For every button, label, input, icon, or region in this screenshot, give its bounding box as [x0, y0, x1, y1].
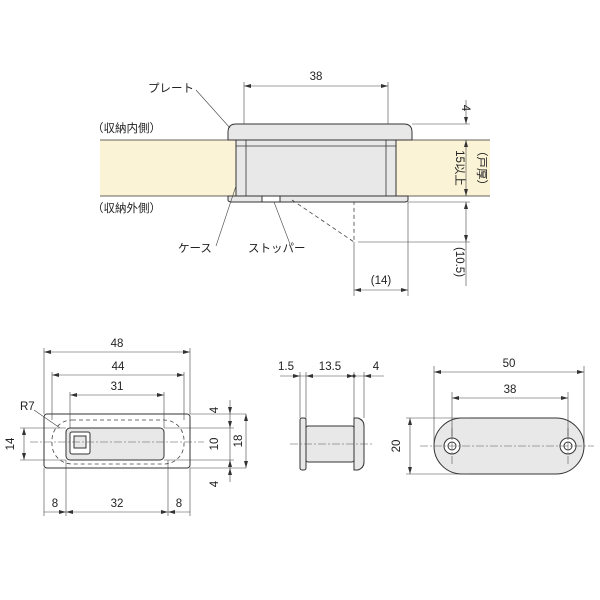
- dim-plate-thickness: 4: [459, 105, 471, 112]
- dim-depth: 13.5: [319, 361, 341, 373]
- dim-stopper-depth: (10.5): [453, 247, 465, 277]
- dim-radius: R7: [20, 401, 35, 413]
- label-outer-side: （収納外側）: [92, 202, 161, 215]
- arrow: [157, 393, 164, 397]
- dim-center-width: 32: [111, 498, 124, 510]
- arrow: [293, 374, 300, 378]
- arrow: [464, 140, 468, 147]
- arrow: [177, 373, 184, 377]
- stopper-swing-path: [291, 199, 355, 243]
- leader-case: [215, 185, 237, 247]
- arrow: [244, 84, 251, 88]
- dim-opening-width: 31: [111, 381, 124, 393]
- arrow: [381, 84, 388, 88]
- dim-inner-height: 10: [209, 438, 221, 451]
- arrow: [354, 288, 361, 292]
- leader-plate: [195, 89, 231, 129]
- arrow: [228, 407, 232, 414]
- arrow: [161, 510, 168, 514]
- arrow: [561, 396, 568, 400]
- section-lip: [353, 417, 365, 471]
- label-inner-side: （収納内側）: [92, 121, 161, 135]
- arrow: [70, 393, 77, 397]
- arrow: [347, 374, 354, 378]
- arrow: [244, 414, 248, 421]
- arrow: [228, 460, 232, 467]
- dim-right-margin: 8: [176, 498, 182, 510]
- dim-overall-height: 18: [233, 435, 245, 448]
- dim-plate-overall-width: 50: [503, 358, 516, 370]
- arrow: [464, 117, 468, 124]
- leader-radius: [33, 409, 61, 429]
- arrow: [228, 468, 232, 475]
- dim-door-thickness: 15以上: [453, 150, 466, 186]
- arrow: [464, 235, 468, 242]
- dim-plate-height: 20: [391, 440, 403, 453]
- arrow: [183, 350, 190, 354]
- arrow: [364, 374, 371, 378]
- case-bottom-lip: [227, 195, 409, 203]
- arrow: [59, 510, 66, 514]
- dim-bottom-margin: 4: [209, 480, 221, 487]
- arrow: [228, 421, 232, 428]
- arrow: [401, 288, 408, 292]
- label-stopper: ストッパー: [248, 242, 306, 255]
- dim-height-left: 14: [5, 437, 17, 450]
- dim-stopper-offset: (14): [371, 275, 392, 287]
- stopper-part: [261, 195, 281, 203]
- dim-dot: [352, 374, 356, 378]
- dim-left-margin: 8: [52, 498, 58, 510]
- arrow: [452, 396, 459, 400]
- label-case: ケース: [178, 242, 212, 255]
- arrow: [464, 202, 468, 209]
- plate-flange: [227, 123, 413, 141]
- arrow: [22, 453, 26, 460]
- arrow: [464, 189, 468, 196]
- arrow: [44, 350, 51, 354]
- arrow: [168, 510, 175, 514]
- arrow: [306, 374, 313, 378]
- case-body: [235, 139, 397, 199]
- arrow: [52, 373, 59, 377]
- arrow: [22, 428, 26, 435]
- dim-overall-width: 48: [111, 338, 124, 350]
- arrow: [434, 370, 441, 374]
- label-plate: プレート: [148, 82, 194, 95]
- dim-flange: 1.5: [278, 361, 294, 373]
- dim-hole-pitch: 38: [504, 384, 517, 396]
- arrow: [244, 461, 248, 468]
- arrow: [408, 467, 412, 474]
- dim-body-width: 44: [112, 361, 125, 373]
- arrow: [577, 370, 584, 374]
- arrow: [408, 418, 412, 425]
- door-thickness-note: （戸厚）: [475, 145, 488, 191]
- dim-plate-width: 38: [310, 71, 323, 83]
- leader-stopper: [273, 201, 291, 245]
- dim-top-margin: 4: [209, 406, 221, 413]
- arrow: [66, 510, 73, 514]
- dim-lip: 4: [373, 361, 380, 373]
